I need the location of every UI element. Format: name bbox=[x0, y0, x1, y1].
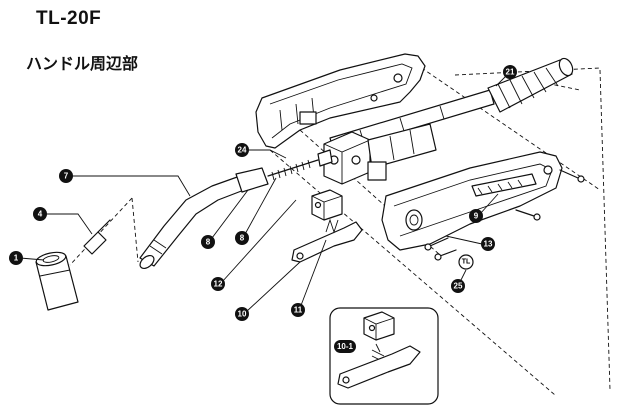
svg-text:24: 24 bbox=[238, 146, 247, 155]
upper-handle-shell bbox=[255, 53, 426, 149]
svg-text:11: 11 bbox=[294, 306, 303, 315]
callout-10-1: 10-1 bbox=[334, 340, 356, 353]
callout-21: 21 bbox=[503, 65, 517, 79]
trigger-bracket bbox=[311, 189, 343, 221]
svg-text:8: 8 bbox=[240, 234, 245, 243]
svg-text:10-1: 10-1 bbox=[337, 342, 354, 351]
model-code: TL-20F bbox=[36, 8, 102, 29]
callout-25: 25 bbox=[451, 279, 465, 293]
leader-lines bbox=[19, 73, 509, 313]
callout-1: 1 bbox=[9, 251, 23, 265]
logo-badge: TL bbox=[458, 254, 474, 270]
svg-text:12: 12 bbox=[214, 280, 223, 289]
svg-text:9: 9 bbox=[474, 212, 479, 221]
liner-spring bbox=[267, 149, 333, 181]
switch-block bbox=[323, 123, 437, 185]
callout-8-a: 8 bbox=[201, 235, 215, 249]
screws bbox=[424, 169, 585, 261]
callout-13: 13 bbox=[481, 237, 495, 251]
rubber-boot bbox=[487, 57, 574, 113]
callout-11: 11 bbox=[291, 303, 305, 317]
logo-text: TL bbox=[462, 259, 471, 266]
svg-text:25: 25 bbox=[454, 282, 463, 291]
callout-24: 24 bbox=[235, 143, 249, 157]
lower-handle-shell bbox=[381, 151, 563, 251]
svg-text:7: 7 bbox=[64, 172, 69, 181]
callout-4: 4 bbox=[33, 207, 47, 221]
callout-10: 10 bbox=[235, 307, 249, 321]
section-title: ハンドル周辺部 bbox=[26, 54, 139, 73]
callout-7: 7 bbox=[59, 169, 73, 183]
svg-text:4: 4 bbox=[38, 210, 43, 219]
inset-trigger-variant bbox=[329, 307, 439, 405]
callout-12: 12 bbox=[211, 277, 225, 291]
trigger-lever bbox=[291, 218, 363, 263]
svg-text:8: 8 bbox=[206, 238, 211, 247]
callout-8-b: 8 bbox=[235, 231, 249, 245]
svg-text:1: 1 bbox=[14, 254, 19, 263]
svg-text:13: 13 bbox=[484, 240, 493, 249]
swan-neck bbox=[139, 167, 269, 270]
nozzle bbox=[35, 251, 79, 311]
svg-text:10: 10 bbox=[238, 310, 247, 319]
callout-9: 9 bbox=[469, 209, 483, 223]
contact-tip bbox=[83, 219, 111, 255]
svg-text:21: 21 bbox=[506, 68, 515, 77]
